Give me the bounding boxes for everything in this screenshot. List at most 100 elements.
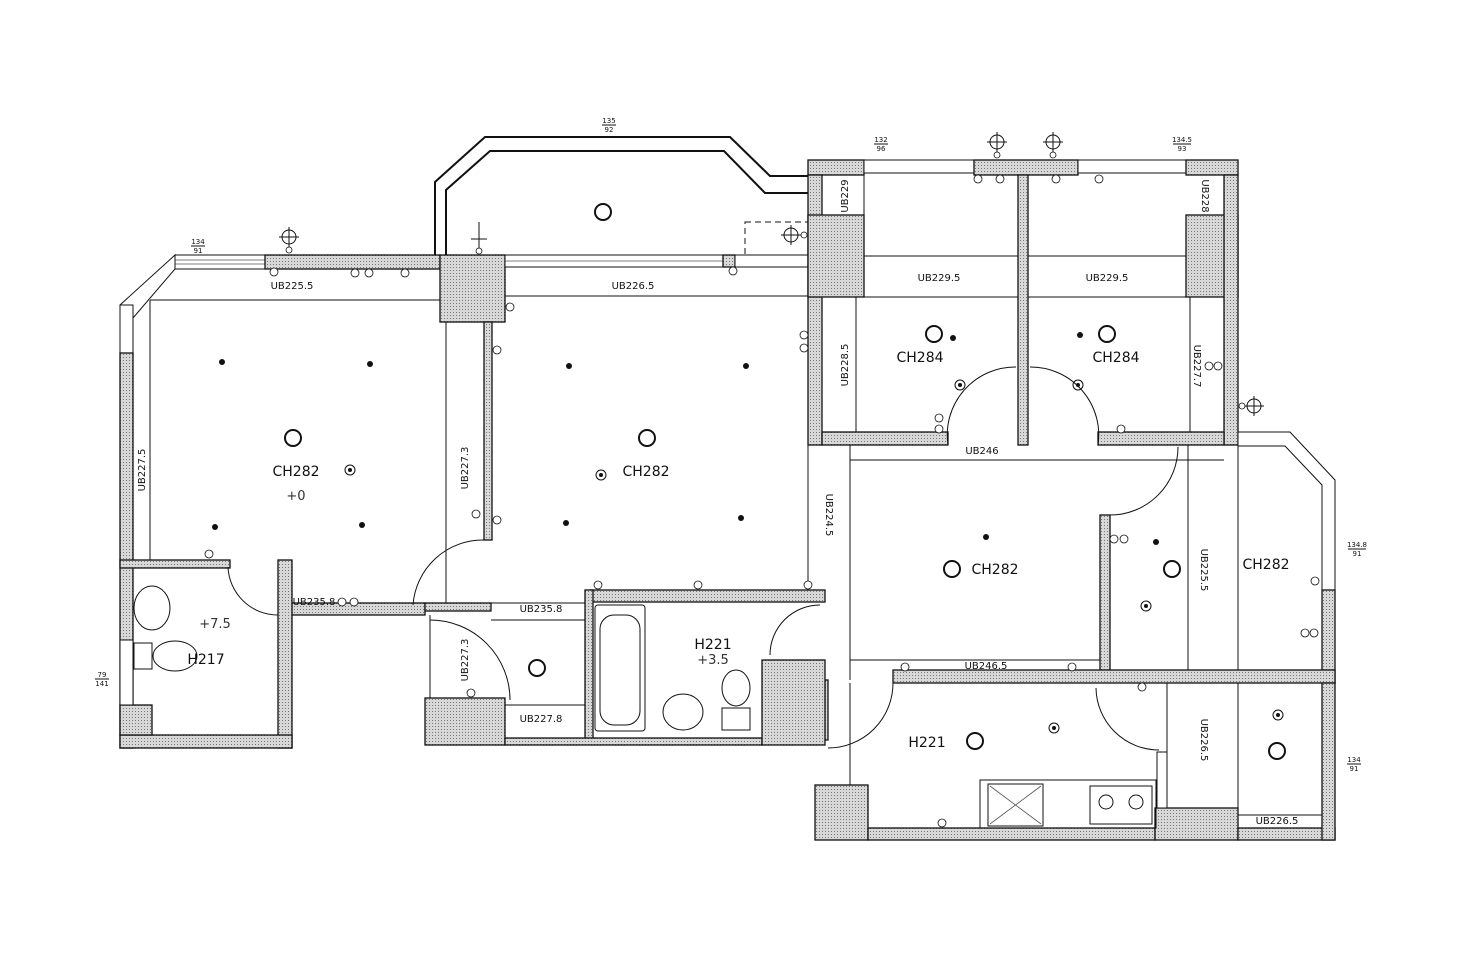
stove (1089, 785, 1153, 825)
ceiling-light-icon (966, 732, 984, 750)
ceiling-light-icon (1163, 560, 1181, 578)
window-dimensions: 134 91 135 92 132 96 134.5 93 134.8 91 1… (95, 117, 1367, 773)
washbasin (662, 693, 704, 731)
dim-bottom: 91 (1350, 765, 1359, 773)
kitchen-counter (979, 779, 1157, 829)
washbasin-left (133, 585, 171, 631)
column-bath (761, 659, 826, 746)
door-bath-left[interactable] (227, 566, 279, 616)
dim-top: 134.5 (1172, 136, 1192, 144)
outlet-icon (693, 580, 703, 590)
door-utility[interactable] (1095, 687, 1160, 751)
outlet-icon (1094, 174, 1104, 184)
door-living[interactable] (412, 539, 485, 606)
outlet-icon (973, 174, 983, 184)
beam-label: UB235.8 (293, 597, 336, 608)
balcony-inner (445, 150, 808, 255)
ceiling-height-bedroom-b: CH284 (1092, 350, 1139, 366)
column-bedroom-left (807, 214, 865, 298)
ceiling-light-icon (925, 325, 943, 343)
beam-label: UB229.5 (918, 273, 961, 284)
dim-bottom: 93 (1178, 145, 1187, 153)
door-bedroom-a[interactable] (946, 366, 1017, 446)
outlet-icon (1067, 662, 1077, 672)
dim-bottom: 91 (1353, 550, 1362, 558)
spot-lights (212, 332, 1159, 545)
dashed-outline (744, 221, 809, 256)
beam-label: UB246 (965, 446, 998, 457)
outlet-icon (269, 267, 279, 277)
walls (119, 136, 1336, 841)
outlet-icon (728, 266, 738, 276)
outlet-icon (799, 330, 809, 340)
beam-label: UB226.5 (612, 281, 655, 292)
wall-bath-left-top (119, 559, 231, 569)
outlet-icon (799, 343, 809, 353)
outlet-icon (1309, 628, 1319, 638)
beam-label: UB225.5 (1198, 549, 1209, 592)
outdoor-light-icon (781, 225, 808, 245)
ceiling-height-bath-left: H217 (187, 652, 224, 668)
dim-top: 132 (874, 136, 887, 144)
wall-bath-left-right (277, 559, 293, 749)
ceiling-light-icon (594, 203, 612, 221)
outlet-icon (995, 174, 1005, 184)
outlet-icon (350, 268, 360, 278)
door-closet-mid[interactable] (429, 619, 511, 701)
ceiling-lights (284, 203, 1286, 760)
dim-bottom: 141 (95, 680, 108, 688)
wall-partition-living (483, 321, 493, 541)
dim-bottom: 91 (194, 247, 203, 255)
beam-label: UB227.5 (137, 449, 148, 492)
beam-label: UB227.3 (460, 447, 471, 490)
toilet-left (152, 640, 198, 672)
dim-top: 79 (98, 671, 107, 679)
dim-top: 134.8 (1347, 541, 1367, 549)
door-closet-right[interactable] (1109, 446, 1179, 516)
ceiling-light-icon (1268, 742, 1286, 760)
toilet (721, 669, 751, 707)
beam-label: UB225.5 (271, 281, 314, 292)
floor-level-bath-mid: +3.5 (697, 653, 729, 668)
wall-top-left (264, 254, 441, 270)
window-bedroom-a (863, 159, 975, 174)
door-kitchen[interactable] (827, 682, 894, 749)
door-bath-mid[interactable] (769, 604, 821, 656)
floor-level-living-left: +0 (286, 489, 305, 504)
balcony-outer (434, 136, 808, 255)
switch-icon (1109, 534, 1119, 544)
beam-label: UB227.7 (1191, 345, 1202, 388)
outlet-icon (1213, 361, 1223, 371)
beam-label: UB226.5 (1198, 719, 1209, 762)
dim-bottom: 96 (877, 145, 886, 153)
ceiling-height-hall: CH282 (971, 562, 1018, 578)
beam-label: UB229 (840, 179, 851, 212)
ceiling-height-living-left: CH282 (272, 464, 319, 480)
antenna-icon (471, 222, 487, 255)
outlet-icon (1119, 534, 1129, 544)
dim-top: 135 (602, 117, 615, 125)
bathtub (594, 604, 646, 732)
outlet-icon (505, 302, 515, 312)
downlights (344, 379, 1284, 734)
beam-label: UB246.5 (965, 661, 1008, 672)
beam-label: UB229.5 (1086, 273, 1129, 284)
ceiling-light-icon (528, 659, 546, 677)
doors (227, 366, 1179, 751)
column-kitchen (814, 784, 869, 841)
dim-bottom: 92 (605, 126, 614, 134)
floor-level-bath-left: +7.5 (199, 617, 231, 632)
wall-closet (1099, 514, 1111, 681)
beam-label: UB224.5 (823, 494, 834, 537)
beam-labels: UB225.5 UB226.5 UB227.5 UB227.3 UB235.8 … (137, 179, 1298, 827)
kitchen-sink (987, 783, 1044, 827)
switch-icon (466, 688, 476, 698)
door-bedroom-b[interactable] (1029, 366, 1100, 446)
ceiling-height-kitchen: H221 (908, 735, 945, 751)
switch-icon (900, 662, 910, 672)
ceiling-height-living-mid: CH282 (622, 464, 669, 480)
outlet-icon (492, 345, 502, 355)
ceiling-height-bath-mid: H221 (694, 637, 731, 653)
ceiling-height-bedroom-a: CH284 (896, 350, 943, 366)
